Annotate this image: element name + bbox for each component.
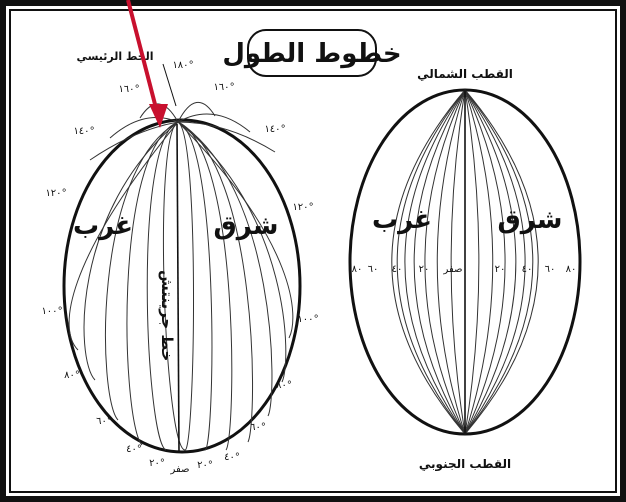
- degree-label: ٨٠: [566, 264, 577, 275]
- left-globe-outline: [64, 120, 300, 452]
- left-globe: الخط الرئيسي غرب شرق خط جرينتش ١٨٠° ١٦٠°…: [41, 50, 318, 475]
- degree-label: ٨٠°: [276, 380, 292, 391]
- degree-label: ١٦٠°: [213, 82, 234, 93]
- right-east-label: شرق: [498, 205, 563, 235]
- degree-label: ٨٠°: [64, 370, 80, 381]
- degree-label: ٦٠: [545, 264, 556, 275]
- left-west-label: غرب: [73, 211, 133, 241]
- degree-label: ٢٠°: [149, 458, 165, 469]
- degree-label: ٢٠: [419, 264, 430, 275]
- degree-label: ١٤٠°: [73, 126, 94, 137]
- degree-label: ٦٠: [368, 264, 379, 275]
- left-east-label: شرق: [214, 211, 279, 241]
- greenwich-label: خط جرينتش: [158, 270, 176, 361]
- degree-label: ٨٠: [352, 264, 363, 275]
- degree-label: ١٢٠°: [292, 202, 313, 213]
- degree-label: ٢٠°: [197, 460, 213, 471]
- south-pole-label: القطب الجنوبي: [419, 457, 511, 472]
- degree-label: ١٢٠°: [45, 188, 66, 199]
- title-box: خطوط الطول: [222, 30, 401, 76]
- zero-label: صفر: [442, 264, 462, 275]
- degree-label: صفر: [169, 464, 189, 475]
- north-pole-label: القطب الشمالي: [417, 67, 513, 81]
- degree-label: ٢٠: [495, 264, 506, 275]
- degree-label: ٤٠: [392, 264, 403, 275]
- degree-label: ١٤٠°: [264, 124, 285, 135]
- diagram-title: خطوط الطول: [222, 39, 401, 69]
- right-globe: القطب الشمالي القطب الجنوبي غرب شرق ٨٠ ٦…: [350, 67, 580, 472]
- degree-label: ٦٠°: [250, 422, 266, 433]
- degree-label: ٤٠°: [126, 444, 142, 455]
- degree-label: ١٨٠°: [172, 60, 193, 71]
- degree-label: ١٠٠°: [41, 306, 62, 317]
- degree-label: ١٦٠°: [118, 84, 139, 95]
- right-west-label: غرب: [372, 205, 432, 235]
- degree-label: ٤٠°: [224, 452, 240, 463]
- degree-label: ٤٠: [522, 264, 533, 275]
- degree-label: ١٠٠°: [297, 314, 318, 325]
- degree-label: ٦٠°: [96, 416, 112, 427]
